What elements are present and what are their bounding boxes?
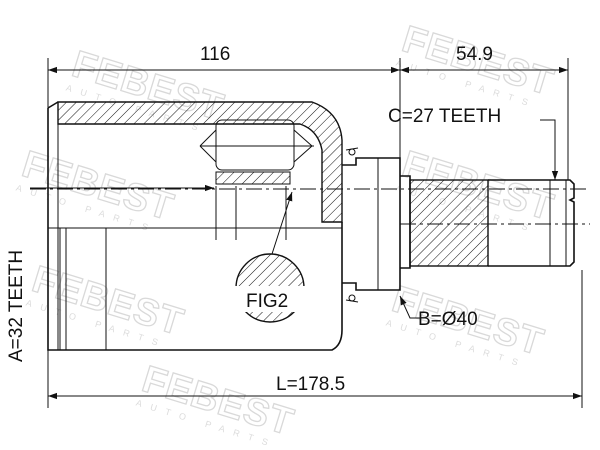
watermark-3: FEBEST AUTO PARTS [15, 143, 180, 235]
leader-teeth-outer [540, 119, 559, 180]
neck-seal [342, 147, 401, 303]
label-teeth-outer: C=27 TEETH [388, 106, 501, 127]
leader-seal-diameter [399, 295, 420, 319]
label-teeth-inner: A=32 TEETH [6, 250, 27, 362]
inner-ball-cage [199, 119, 313, 240]
dim-label-54-9: 54.9 [456, 44, 493, 65]
label-seal-diameter: B=Ø40 [418, 309, 478, 330]
watermark-5: FEBEST AUTO PARTS [25, 258, 190, 350]
fig2-label: FIG2 [246, 291, 288, 312]
watermark-2: FEBEST AUTO PARTS [395, 18, 560, 110]
watermark-7: FEBEST AUTO PARTS [135, 358, 300, 450]
joint-housing [47, 101, 343, 351]
splined-shaft [400, 175, 575, 269]
dim-label-total: L=178.5 [276, 374, 345, 395]
dim-label-116: 116 [200, 44, 230, 65]
fig2-detail [234, 191, 306, 323]
